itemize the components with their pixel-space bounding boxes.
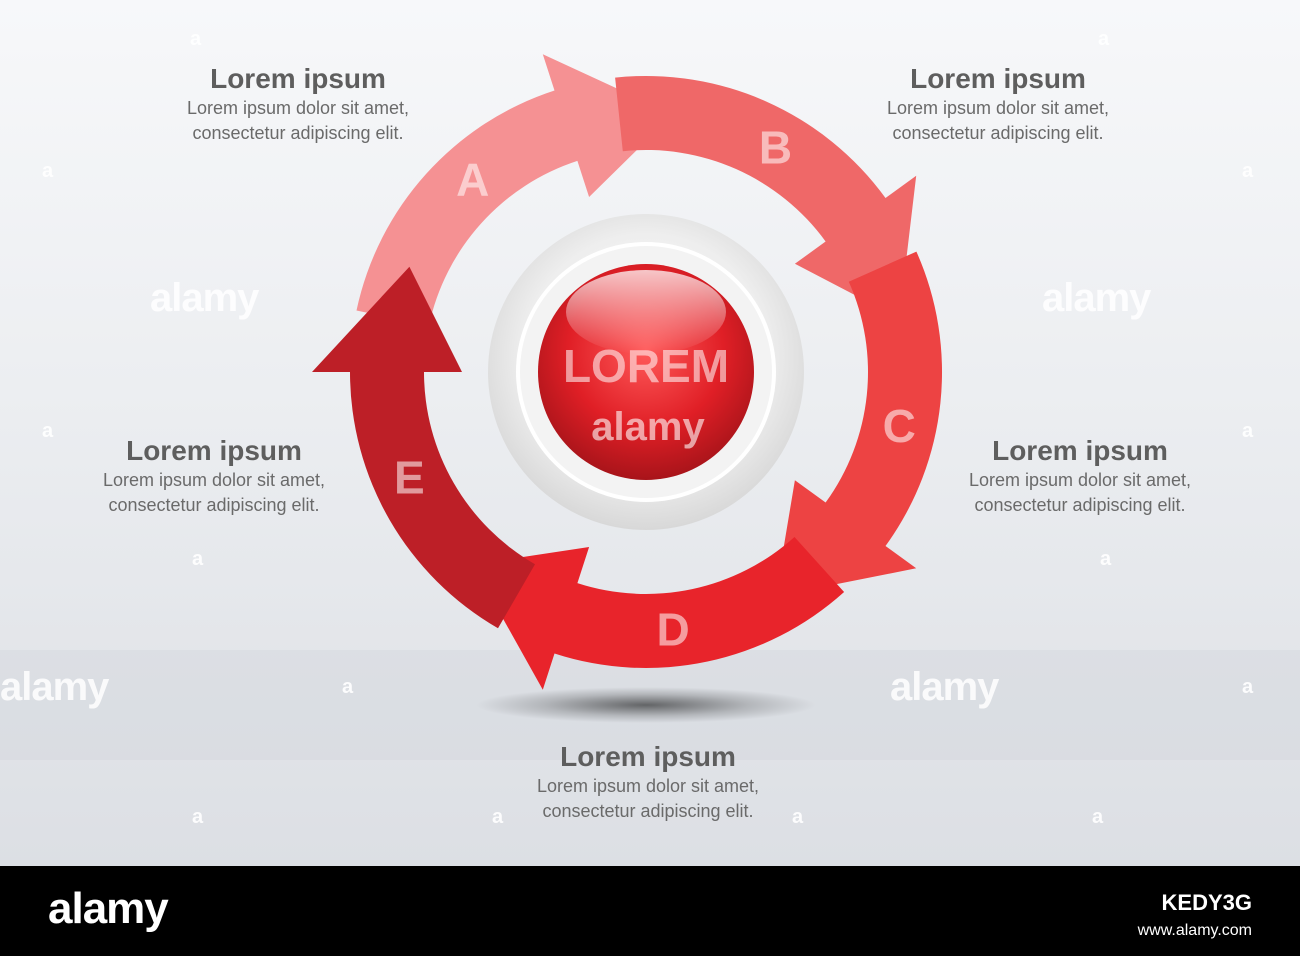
callout-a: Lorem ipsum Lorem ipsum dolor sit amet, … [148, 62, 448, 146]
callout-d: Lorem ipsum Lorem ipsum dolor sit amet, … [498, 740, 798, 824]
callout-c: Lorem ipsum Lorem ipsum dolor sit amet, … [930, 434, 1230, 518]
watermark-text: alamy [890, 665, 999, 709]
watermark-mark: a [792, 806, 804, 828]
watermark-mark: a [192, 548, 204, 570]
arrow-letter-d: D [656, 604, 689, 656]
arrow-letter-c: C [883, 400, 916, 452]
watermark-mark: a [1100, 548, 1112, 570]
center-watermark: alamy [591, 405, 705, 449]
callout-title: Lorem ipsum [560, 741, 736, 772]
image-id: KEDY3G [1161, 890, 1252, 915]
watermark-text: alamy [1042, 276, 1151, 320]
cycle-arrow-a [356, 54, 674, 326]
callout-b: Lorem ipsum Lorem ipsum dolor sit amet, … [848, 62, 1148, 146]
watermark-mark: a [1242, 420, 1254, 442]
watermark-mark: a [42, 160, 54, 182]
cycle-arrow-b [615, 75, 917, 319]
watermark-mark: a [1242, 160, 1254, 182]
footer-logo: alamy [48, 884, 169, 933]
watermark-text: alamy [150, 276, 259, 320]
watermark-mark: a [190, 28, 202, 50]
watermark-mark: a [1242, 676, 1254, 698]
watermark-text: alamy [0, 665, 109, 709]
callout-line-1: Lorem ipsum dolor sit amet, [186, 98, 410, 118]
cycle-arrows [312, 54, 943, 690]
callout-line-1: Lorem ipsum dolor sit amet, [886, 98, 1110, 118]
footer-bar: alamy KEDY3G www.alamy.com [0, 866, 1300, 956]
callout-line-1: Lorem ipsum dolor sit amet, [536, 776, 760, 796]
callout-e: Lorem ipsum Lorem ipsum dolor sit amet, … [64, 434, 364, 518]
cycle-arrow-e [312, 266, 535, 629]
arrow-letter-b: B [759, 122, 792, 174]
callout-line-2: consectetur adipiscing elit. [192, 123, 404, 143]
drop-shadow [476, 687, 816, 723]
arrow-letters: A B C D E [394, 122, 916, 656]
watermark-mark: a [1092, 806, 1104, 828]
watermark-mark: a [492, 806, 504, 828]
watermark-mark: a [42, 420, 54, 442]
callout-line-1: Lorem ipsum dolor sit amet, [968, 470, 1192, 490]
callout-title: Lorem ipsum [210, 63, 386, 94]
callout-line-2: consectetur adipiscing elit. [108, 495, 320, 515]
watermark-mark: a [1098, 28, 1110, 50]
callout-line-2: consectetur adipiscing elit. [974, 495, 1186, 515]
cycle-arrow-d [472, 537, 845, 690]
sphere-highlight [566, 270, 726, 354]
arrow-letter-e: E [394, 451, 425, 503]
callout-title: Lorem ipsum [126, 435, 302, 466]
callout-line-2: consectetur adipiscing elit. [542, 801, 754, 821]
callout-title: Lorem ipsum [992, 435, 1168, 466]
center-label: LOREM [563, 340, 729, 392]
arrow-letter-a: A [456, 154, 489, 206]
callout-line-2: consectetur adipiscing elit. [892, 123, 1104, 143]
callout-title: Lorem ipsum [910, 63, 1086, 94]
watermark-mark: a [192, 806, 204, 828]
cycle-diagram: A B C D E LOREM alamy [312, 54, 943, 723]
callout-line-1: Lorem ipsum dolor sit amet, [102, 470, 326, 490]
cycle-arrow-c [775, 251, 943, 597]
site-url: www.alamy.com [1137, 922, 1252, 939]
infographic-canvas: alamy alamy alamy alamy a a a a a a a a … [0, 0, 1300, 866]
watermark-mark: a [342, 676, 354, 698]
